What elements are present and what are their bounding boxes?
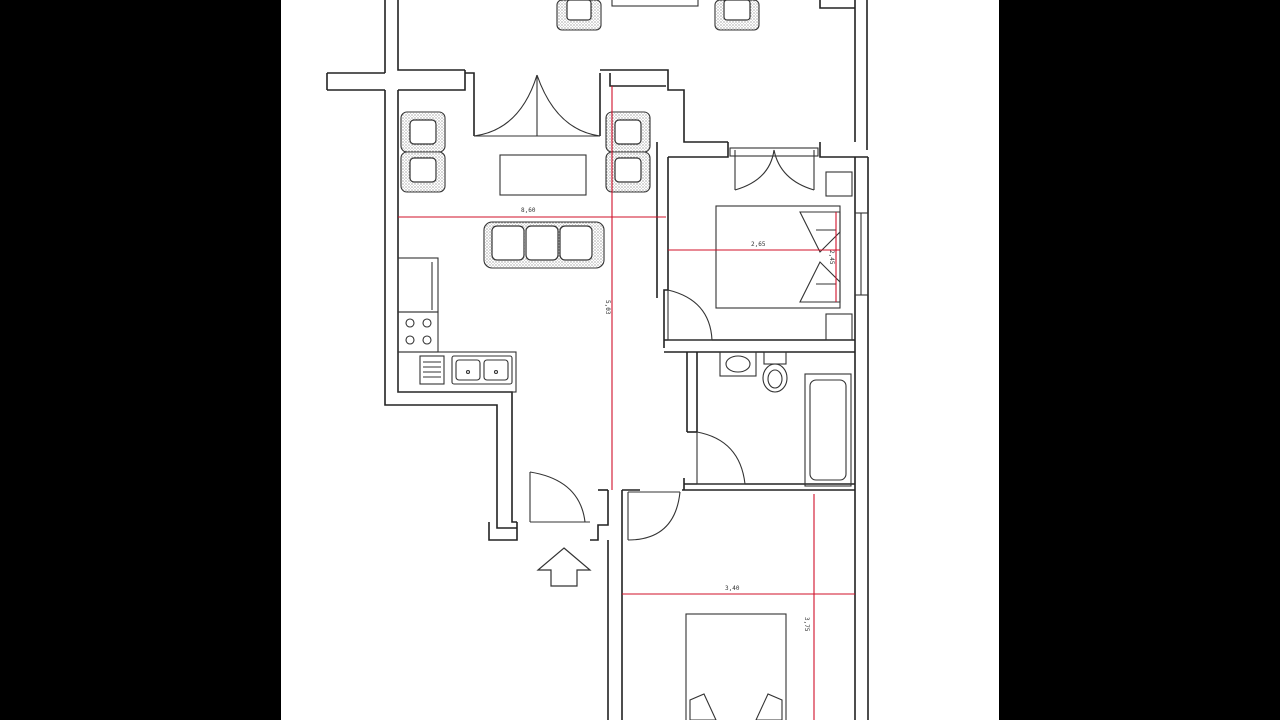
door-swing-icon xyxy=(696,431,746,485)
dimension-label-living-depth: 5,03 xyxy=(604,300,611,315)
dimension-label-bedroom1-width: 2,65 xyxy=(751,241,766,248)
window xyxy=(854,212,869,296)
armchair-icon xyxy=(605,151,651,193)
nightstand xyxy=(825,313,853,341)
bed-icon xyxy=(685,613,787,720)
doors xyxy=(473,74,869,541)
exterior-walls xyxy=(326,0,869,720)
dimension-label-bedroom1-depth: 2,45 xyxy=(828,250,835,265)
door-swing-icon xyxy=(473,74,601,137)
door-swing-icon xyxy=(729,147,819,191)
sink-icon xyxy=(719,351,757,377)
nightstand xyxy=(825,171,853,197)
armchair-icon xyxy=(400,151,446,193)
entry-arrow-icon xyxy=(536,547,592,587)
door-swing-icon xyxy=(667,289,713,341)
coffee-table xyxy=(499,154,587,196)
toilet-icon xyxy=(762,351,788,393)
sink-icon xyxy=(451,355,513,385)
kitchen-worktop xyxy=(397,351,517,393)
dimension-label-bedroom2-depth: 3,75 xyxy=(803,617,810,632)
terrace-table xyxy=(611,0,699,7)
dimension-lines xyxy=(398,86,855,720)
armchair-icon xyxy=(714,0,760,31)
drainboard xyxy=(419,355,445,385)
armchair-icon xyxy=(605,111,651,153)
armchair-icon xyxy=(400,111,446,153)
dimension-label-bedroom2-width: 3,40 xyxy=(725,585,740,592)
sofa-icon xyxy=(483,221,605,269)
dimension-label-living-width: 8,60 xyxy=(521,207,536,214)
kitchen-counter xyxy=(397,257,439,313)
bed-icon xyxy=(715,205,841,309)
armchair-icon xyxy=(556,0,602,31)
door-swing-icon xyxy=(529,471,590,523)
furniture xyxy=(397,0,853,720)
door-swing-icon xyxy=(627,491,681,541)
stove-icon xyxy=(397,311,439,353)
bathtub-icon xyxy=(804,373,852,487)
